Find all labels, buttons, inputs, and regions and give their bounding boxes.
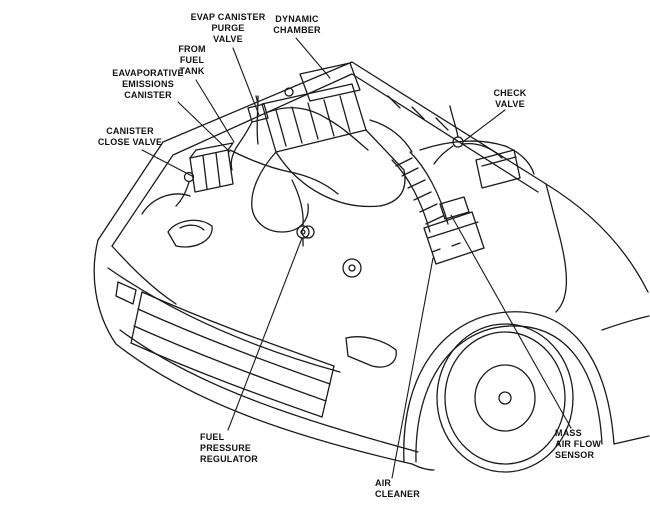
leader-lines xyxy=(141,37,572,479)
label-from-fuel-tank: FROM FUEL TANK xyxy=(178,44,206,76)
label-dynamic-chamber: DYNAMIC CHAMBER xyxy=(273,14,321,35)
label-evap-canister-purge-valve: EVAP CANISTER PURGE VALVE xyxy=(190,12,266,44)
front-wheel xyxy=(403,311,615,473)
mass-air-flow-sensor-part xyxy=(439,196,470,220)
label-fuel-pressure-regulator: FUEL PRESSURE REGULATOR xyxy=(200,432,258,464)
fuel-pressure-regulator-part xyxy=(291,179,310,247)
label-mass-air-flow-sensor: MASS AIR FLOW SENSOR xyxy=(555,428,602,460)
dynamic-chamber-part xyxy=(299,62,361,102)
evap-canister-part xyxy=(189,142,234,193)
car-body-outline xyxy=(93,61,650,471)
purge-valve-part xyxy=(235,95,269,149)
air-cleaner-part xyxy=(423,211,485,265)
label-canister-close-valve: CANISTER CLOSE VALVE xyxy=(97,126,163,147)
label-check-valve: CHECK VALVE xyxy=(493,88,527,109)
canister-close-valve-part xyxy=(175,171,195,207)
label-evaporative-emissions-canister: EAVAPORATIVE EMISSIONS CANISTER xyxy=(112,68,184,100)
intake-duct xyxy=(391,151,449,233)
label-air-cleaner: AIR CLEANER xyxy=(375,478,420,499)
valve-cover xyxy=(261,83,367,153)
battery-part xyxy=(475,149,521,189)
engine-components xyxy=(141,62,535,278)
